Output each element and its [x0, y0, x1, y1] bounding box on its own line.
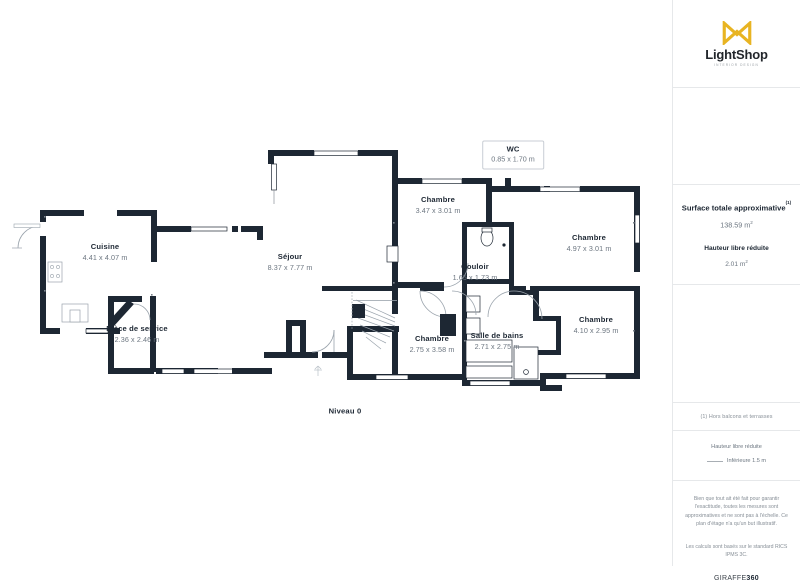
disclaimer-block: Bien que tout ait été fait pour garantir… — [673, 481, 800, 582]
surface-total-number: 138.59 m — [720, 219, 751, 229]
reduced-height-label: Hauteur libre réduite — [704, 244, 769, 252]
surface-total-value: 138.59 m2 — [673, 217, 800, 231]
legend-item-reduced-height: Inférieure 1.5 m — [673, 458, 800, 464]
surface-total-footnote-marker: (1) — [785, 200, 792, 205]
plan-walls — [12, 150, 640, 391]
surface-summary-block: Surface totale approximative(1) 138.59 m… — [673, 185, 800, 285]
legend-title: Hauteur libre réduite — [711, 444, 762, 450]
brand-logo-block: LightShop INTERIOR DESIGN — [673, 0, 800, 88]
info-side-panel: LightShop INTERIOR DESIGN Surface totale… — [672, 0, 800, 582]
reduced-height-exponent: 2 — [745, 258, 748, 264]
panel-spacer-top — [673, 88, 800, 185]
lightshop-bowtie-icon — [722, 20, 751, 45]
staircase-icon — [351, 292, 397, 350]
panel-spacer-mid — [673, 285, 800, 403]
brand-name: LightShop — [705, 46, 768, 62]
surface-total-label: Surface totale approximative(1) — [673, 200, 800, 215]
footer-brand-prefix: GIRAFFE — [713, 575, 747, 582]
footer-brand-suffix: 360 — [746, 575, 760, 582]
surface-total-text: Surface totale approximative — [681, 203, 786, 213]
reduced-height-value: 2.01 m2 — [673, 256, 800, 270]
floor-plan-canvas[interactable]: Cuisine 4.41 x 4.07 m Pièce de service 2… — [0, 0, 672, 566]
footer-brand: GIRAFFE360 — [682, 575, 791, 582]
level-label: Niveau 0 — [328, 406, 362, 416]
footnote-text: (1) Hors balcons et terrasses — [700, 413, 773, 420]
footnote-block: (1) Hors balcons et terrasses — [673, 403, 800, 431]
room-dimensions: 0.85 x 1.70 m — [491, 154, 535, 164]
brand-tagline: INTERIOR DESIGN — [714, 62, 759, 67]
surface-unit-exponent: 2 — [750, 219, 753, 225]
room-callout-wc: WC 0.85 x 1.70 m — [482, 140, 544, 170]
floor-plan-drawing — [12, 150, 640, 391]
reduced-height-number: 2.01 m — [725, 261, 746, 269]
disclaimer-paragraph-1: Bien que tout ait été fait pour garantir… — [685, 496, 788, 528]
legend-item-label: Inférieure 1.5 m — [726, 458, 767, 464]
legend-block: Hauteur libre réduite Inférieure 1.5 m — [673, 431, 800, 481]
legend-line-swatch — [706, 460, 723, 462]
disclaimer-paragraph-2: Les calculs sont basés sur le standard R… — [685, 543, 788, 559]
room-name: WC — [506, 144, 520, 154]
